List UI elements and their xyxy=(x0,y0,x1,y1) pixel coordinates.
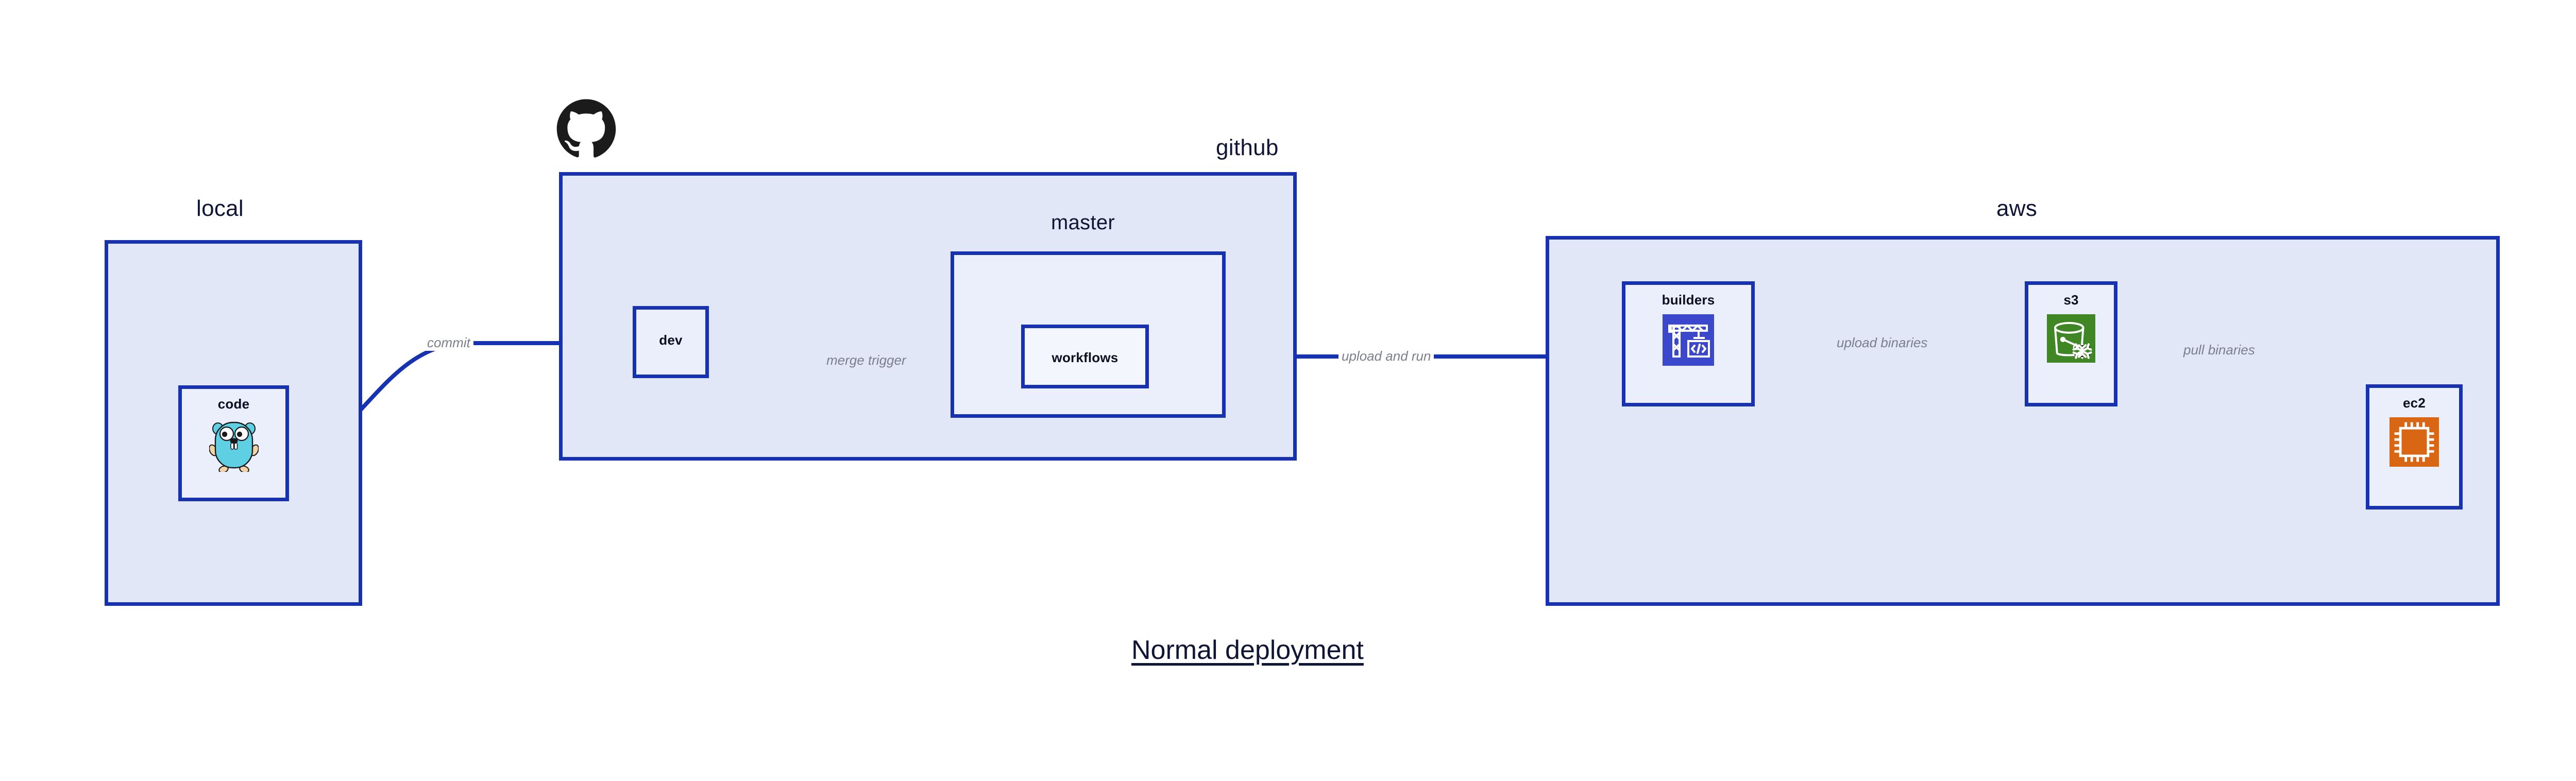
node-s3-label: s3 xyxy=(2063,292,2079,308)
node-workflows-label: workflows xyxy=(1052,350,1118,365)
aws-ec2-icon xyxy=(2389,417,2439,467)
node-builders-label: builders xyxy=(1662,292,1715,308)
edge-label-merge-trigger: merge trigger xyxy=(823,352,909,368)
node-builders[interactable]: builders xyxy=(1622,281,1755,406)
edge-label-commit: commit xyxy=(424,335,473,351)
node-dev-label: dev xyxy=(659,332,683,348)
edge-label-upload-binaries: upload binaries xyxy=(1834,335,1931,351)
node-code[interactable]: code xyxy=(178,385,289,501)
node-s3[interactable]: s3 xyxy=(2025,281,2117,406)
go-gopher-icon xyxy=(208,418,259,473)
edge-label-pull-binaries: pull binaries xyxy=(2180,342,2258,358)
aws-s3-glacier-icon xyxy=(2047,314,2095,363)
edge-label-upload-and-run: upload and run xyxy=(1338,348,1434,364)
diagram-title: Normal deployment xyxy=(1131,635,1364,665)
group-label-aws: aws xyxy=(1996,196,2038,221)
group-label-local: local xyxy=(196,196,244,221)
github-octocat-icon xyxy=(555,98,618,161)
group-label-master: master xyxy=(1051,211,1115,234)
node-code-label: code xyxy=(217,396,250,412)
node-ec2[interactable]: ec2 xyxy=(2366,384,2463,510)
group-label-github: github xyxy=(1216,135,1279,160)
node-dev[interactable]: dev xyxy=(633,306,709,378)
node-workflows[interactable]: workflows xyxy=(1021,325,1149,388)
aws-codebuild-icon xyxy=(1663,314,1714,366)
node-ec2-label: ec2 xyxy=(2403,395,2426,411)
